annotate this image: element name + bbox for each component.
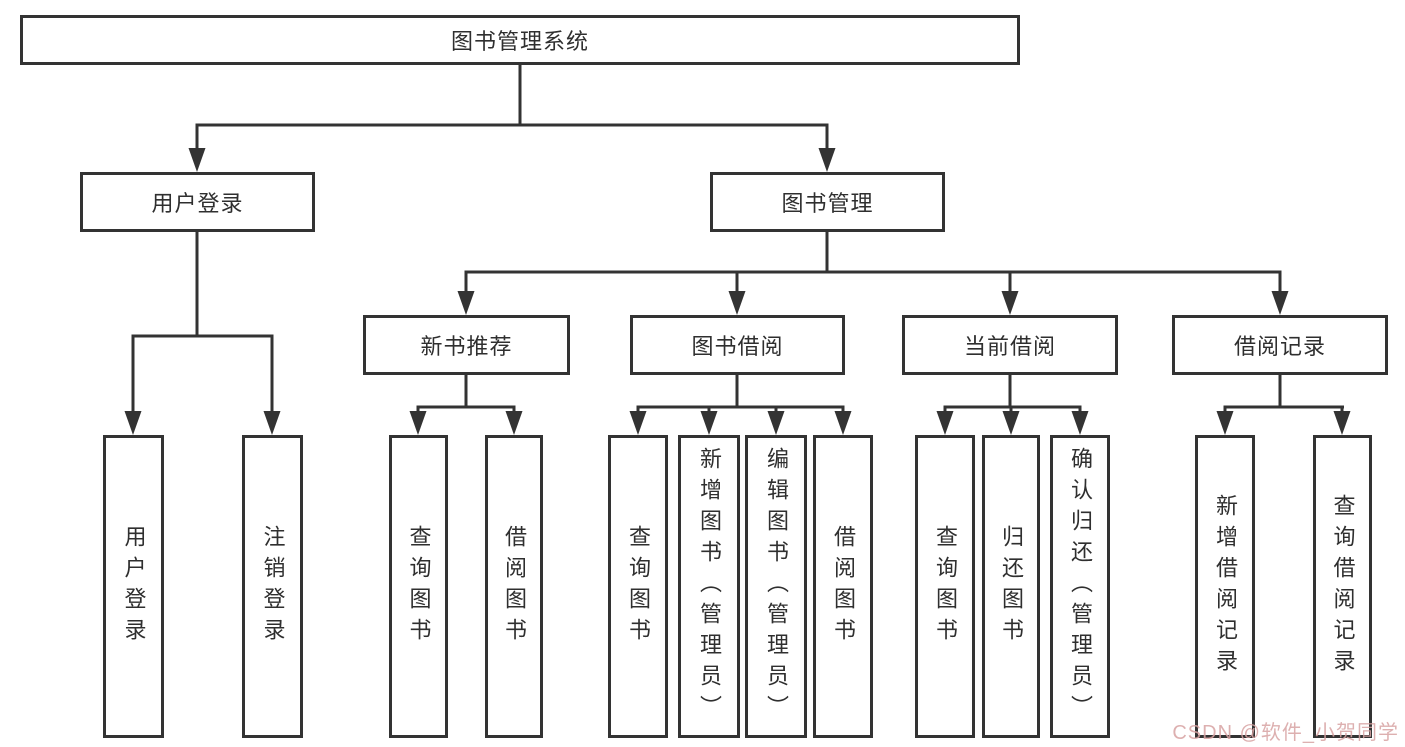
node-leaf-cb-return-books-label: 归还图书 [999,524,1024,649]
node-new-book-recommend-label: 新书推荐 [420,334,513,359]
node-user-login: 用户登录 [80,172,315,232]
csdn-watermark: CSDN @软件_小贺同学 [1172,722,1399,744]
connector-current-borrowing-children [936,375,1089,435]
node-leaf-cb-confirm-return: 确认归还（管理员） [1050,435,1110,738]
node-leaf-br-query-record-label: 查询借阅记录 [1330,493,1356,680]
node-leaf-br-query-record: 查询借阅记录 [1313,435,1372,738]
node-leaf-nbr-borrow-books: 借阅图书 [485,435,543,738]
node-current-borrowing: 当前借阅 [902,315,1118,375]
node-leaf-bb-edit-books-label: 编辑图书（管理员） [764,447,789,726]
node-leaf-user-login: 用户登录 [103,435,164,738]
node-leaf-logout-label: 注销登录 [260,524,286,649]
node-root-label: 图书管理系统 [450,29,589,54]
connector-new-book-recommend-children [409,375,523,435]
node-leaf-nbr-query-books-label: 查询图书 [406,524,432,649]
node-leaf-logout: 注销登录 [242,435,303,738]
node-leaf-bb-query-books-label: 查询图书 [626,524,651,649]
node-leaf-user-login-label: 用户登录 [121,524,147,649]
connector-book-borrowing-children [629,375,852,435]
connector-root-children [188,65,836,172]
node-leaf-bb-query-books: 查询图书 [608,435,668,738]
node-book-management-label: 图书管理 [781,191,874,216]
node-current-borrowing-label: 当前借阅 [963,334,1056,359]
node-leaf-bb-add-books-label: 新增图书（管理员） [697,447,722,726]
connector-book-management-children [457,232,1289,315]
node-leaf-cb-query-books: 查询图书 [915,435,975,738]
node-root: 图书管理系统 [20,15,1020,65]
connector-borrowing-records-children [1216,375,1351,435]
connector-user-login-children [124,232,281,435]
node-borrowing-records-label: 借阅记录 [1233,334,1326,359]
node-leaf-bb-edit-books: 编辑图书（管理员） [745,435,807,738]
node-leaf-br-add-record: 新增借阅记录 [1195,435,1255,738]
node-borrowing-records: 借阅记录 [1172,315,1388,375]
node-leaf-cb-query-books-label: 查询图书 [933,524,958,649]
node-leaf-cb-confirm-return-label: 确认归还（管理员） [1068,447,1093,726]
node-leaf-nbr-borrow-books-label: 借阅图书 [502,524,527,649]
node-leaf-br-add-record-label: 新增借阅记录 [1213,493,1238,680]
node-leaf-bb-add-books: 新增图书（管理员） [678,435,740,738]
node-leaf-cb-return-books: 归还图书 [982,435,1040,738]
node-leaf-bb-borrow-books-label: 借阅图书 [831,524,856,649]
node-leaf-nbr-query-books: 查询图书 [389,435,448,738]
node-book-borrowing-label: 图书借阅 [691,334,784,359]
node-book-borrowing: 图书借阅 [630,315,845,375]
node-new-book-recommend: 新书推荐 [363,315,570,375]
node-user-login-label: 用户登录 [151,191,244,216]
node-leaf-bb-borrow-books: 借阅图书 [813,435,873,738]
node-book-management: 图书管理 [710,172,945,232]
